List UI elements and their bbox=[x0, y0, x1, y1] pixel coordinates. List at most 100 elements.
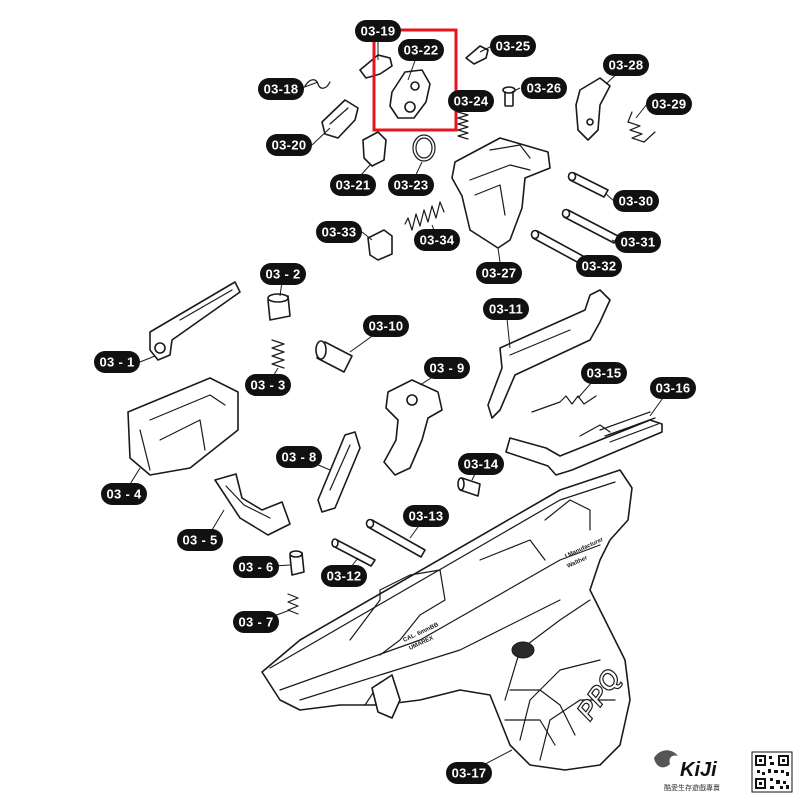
label-03-14: 03-14 bbox=[458, 453, 504, 475]
qr-code-icon bbox=[751, 751, 793, 793]
label-03-26-text: 03-26 bbox=[527, 81, 562, 96]
part-03-31-pin bbox=[561, 208, 619, 244]
part-03-27-housing bbox=[451, 137, 551, 249]
part-03-29-spring bbox=[627, 111, 656, 143]
label-03-33-text: 03-33 bbox=[322, 225, 357, 240]
label-03-1-text: 03 - 1 bbox=[99, 355, 134, 370]
label-03-30: 03-30 bbox=[613, 190, 659, 212]
label-03-22: 03-22 bbox=[398, 39, 444, 61]
label-03-27: 03-27 bbox=[476, 262, 522, 284]
label-03-29: 03-29 bbox=[646, 93, 692, 115]
part-03-11-trigger-bar bbox=[487, 289, 611, 419]
label-03-30-text: 03-30 bbox=[619, 194, 654, 209]
label-03-27-text: 03-27 bbox=[482, 266, 517, 281]
part-03-21-block bbox=[362, 131, 387, 167]
label-03-10-text: 03-10 bbox=[369, 319, 404, 334]
label-03-12: 03-12 bbox=[321, 565, 367, 587]
kiji-watermark: KiJi 酷愛生存遊戲專賣 bbox=[654, 750, 720, 792]
label-03-4-text: 03 - 4 bbox=[106, 487, 142, 502]
label-03-7: 03 - 7 bbox=[233, 611, 279, 633]
label-03-32-text: 03-32 bbox=[582, 259, 617, 274]
part-03-15-wire-spring bbox=[531, 395, 597, 413]
part-03-24-spring bbox=[457, 111, 469, 140]
part-03-10-pin bbox=[315, 340, 353, 373]
label-03-1: 03 - 1 bbox=[94, 351, 140, 373]
label-03-21: 03-21 bbox=[330, 174, 376, 196]
label-03-18-text: 03-18 bbox=[264, 82, 299, 97]
part-03-13-pin bbox=[365, 518, 426, 558]
label-03-34-text: 03-34 bbox=[420, 233, 455, 248]
label-03-21-text: 03-21 bbox=[336, 178, 371, 193]
label-03-6-text: 03 - 6 bbox=[238, 560, 273, 575]
part-03-1-slide-stop bbox=[149, 281, 241, 361]
label-03-17: 03-17 bbox=[446, 762, 492, 784]
part-03-34-spring bbox=[404, 201, 445, 231]
label-03-31: 03-31 bbox=[615, 231, 661, 253]
part-03-12-pin bbox=[331, 538, 376, 567]
label-03-32: 03-32 bbox=[576, 255, 622, 277]
part-03-19-lever bbox=[359, 54, 393, 79]
highlight-box-03-22 bbox=[372, 28, 458, 132]
label-03-20: 03-20 bbox=[266, 134, 312, 156]
label-03-33: 03-33 bbox=[316, 221, 362, 243]
label-03-19-text: 03-19 bbox=[361, 24, 396, 39]
label-03-29-text: 03-29 bbox=[652, 97, 687, 112]
part-03-3-spring bbox=[271, 339, 285, 369]
label-03-20-text: 03-20 bbox=[272, 138, 307, 153]
part-03-4-chassis bbox=[127, 377, 239, 476]
part-03-30-pin bbox=[567, 171, 609, 198]
label-03-9-text: 03 - 9 bbox=[429, 361, 464, 376]
label-03-13: 03-13 bbox=[403, 505, 449, 527]
label-03-31-text: 03-31 bbox=[621, 235, 656, 250]
label-03-7-text: 03 - 7 bbox=[238, 615, 273, 630]
label-03-19: 03-19 bbox=[355, 20, 401, 42]
part-03-6-plunger bbox=[289, 550, 305, 576]
part-03-14-pin bbox=[457, 477, 481, 497]
part-03-20-sear-housing bbox=[321, 99, 359, 139]
part-03-8-trigger-lever bbox=[317, 431, 361, 513]
label-03-25: 03-25 bbox=[490, 35, 536, 57]
part-03-17-frame: PPQ CAL. 6mmBB UMAREX I Manufacturer Wal… bbox=[261, 469, 633, 771]
part-03-22-hammer bbox=[389, 69, 431, 119]
label-03-2-text: 03 - 2 bbox=[265, 267, 300, 282]
label-03-28: 03-28 bbox=[603, 54, 649, 76]
label-03-26: 03-26 bbox=[521, 77, 567, 99]
label-03-13-text: 03-13 bbox=[409, 509, 444, 524]
label-03-4: 03 - 4 bbox=[101, 483, 147, 505]
label-03-16-text: 03-16 bbox=[656, 381, 691, 396]
label-03-17-text: 03-17 bbox=[452, 766, 487, 781]
label-03-6: 03 - 6 bbox=[233, 556, 279, 578]
label-03-34: 03-34 bbox=[414, 229, 460, 251]
label-03-16: 03-16 bbox=[650, 377, 696, 399]
label-03-8-text: 03 - 8 bbox=[281, 450, 316, 465]
label-03-28-text: 03-28 bbox=[609, 58, 644, 73]
label-03-11: 03-11 bbox=[483, 298, 529, 320]
part-03-32-pin bbox=[530, 229, 584, 264]
part-03-9-trigger bbox=[383, 379, 443, 476]
part-03-28-trigger-bar bbox=[575, 77, 611, 141]
label-03-15: 03-15 bbox=[581, 362, 627, 384]
label-03-5: 03 - 5 bbox=[177, 529, 223, 551]
part-03-5-bracket bbox=[214, 473, 291, 536]
label-03-2: 03 - 2 bbox=[260, 263, 306, 285]
part-03-2-plunger bbox=[267, 293, 291, 321]
label-03-9: 03 - 9 bbox=[424, 357, 470, 379]
label-03-25-text: 03-25 bbox=[496, 39, 531, 54]
part-03-33-block bbox=[367, 229, 393, 261]
label-03-23: 03-23 bbox=[388, 174, 434, 196]
label-03-24-text: 03-24 bbox=[454, 94, 489, 109]
label-03-23-text: 03-23 bbox=[394, 178, 429, 193]
label-03-22-text: 03-22 bbox=[404, 43, 439, 58]
part-03-16-guide-rod bbox=[505, 411, 663, 476]
label-03-3-text: 03 - 3 bbox=[250, 378, 285, 393]
label-03-15-text: 03-15 bbox=[587, 366, 622, 381]
part-03-7-spring bbox=[287, 593, 299, 615]
kiji-logo-icon bbox=[654, 750, 678, 768]
part-03-23-ring bbox=[412, 134, 436, 162]
label-03-18: 03-18 bbox=[258, 78, 304, 100]
part-03-26-screw bbox=[502, 86, 516, 107]
kiji-brand-text: KiJi bbox=[680, 759, 717, 781]
label-03-3: 03 - 3 bbox=[245, 374, 291, 396]
label-03-8: 03 - 8 bbox=[276, 446, 322, 468]
